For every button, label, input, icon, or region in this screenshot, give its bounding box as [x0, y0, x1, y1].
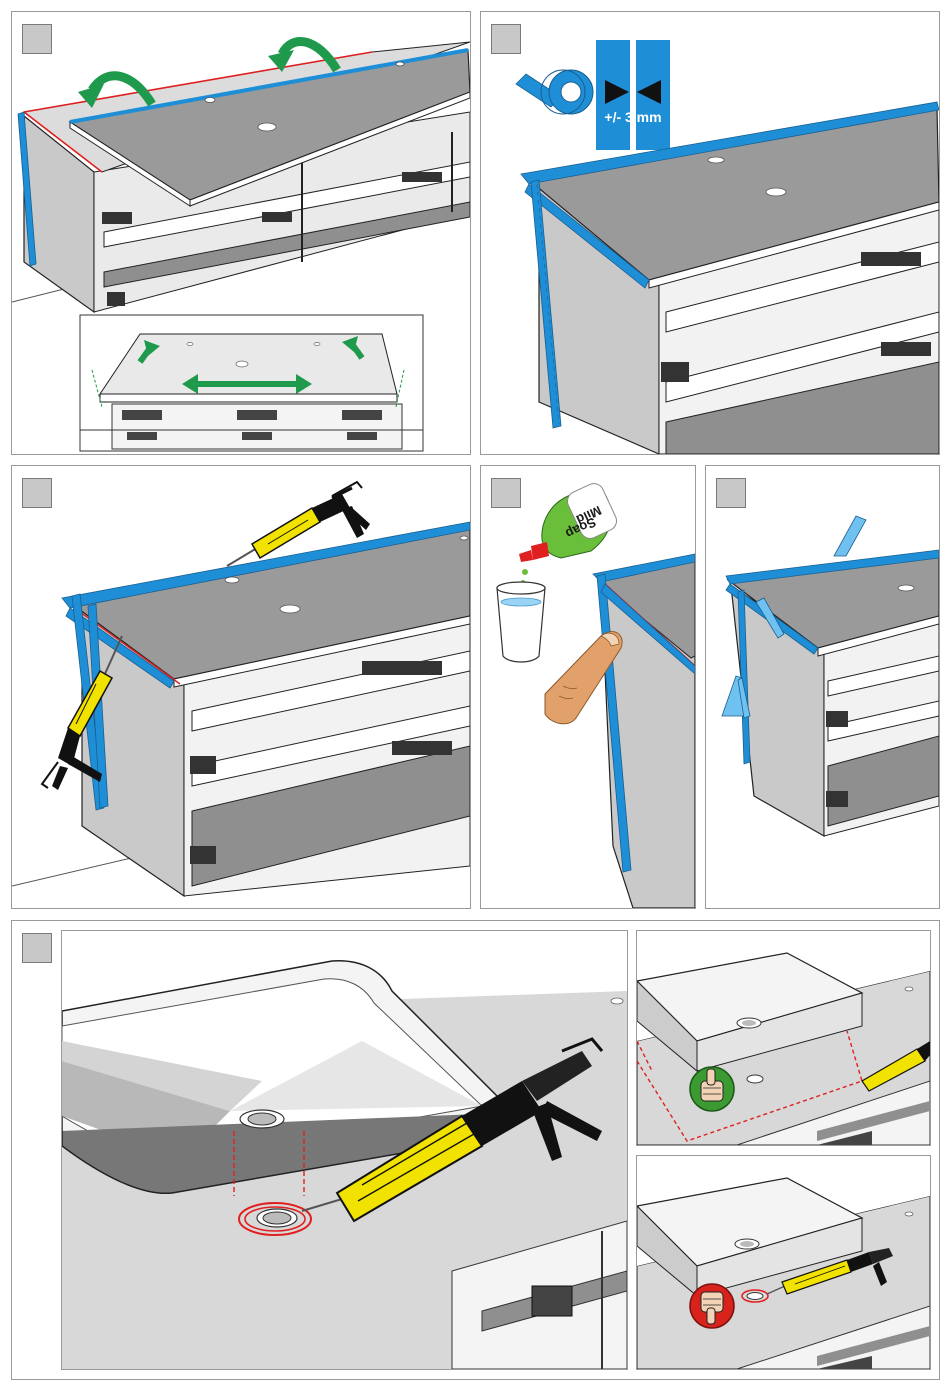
step-number-box	[22, 24, 52, 54]
step-number-box	[22, 933, 52, 963]
step-number-box	[716, 478, 746, 508]
sink-drain-sealing-view	[61, 930, 628, 1370]
masking-tape-roll-icon	[516, 70, 593, 114]
step-number-box	[22, 478, 52, 508]
tolerance-gap-icon: +/- 3 mm	[596, 40, 670, 150]
correct-sealing-view	[636, 930, 931, 1146]
masking-tape-illustration: +/- 3 mm	[481, 12, 939, 454]
incorrect-sealing-illustration	[637, 1156, 930, 1369]
thumbs-down-icon	[690, 1284, 734, 1328]
tape-removal-illustration	[706, 466, 939, 908]
panel-step-1	[11, 11, 471, 455]
step-number-box	[491, 478, 521, 508]
sealant-application-illustration	[12, 466, 470, 908]
incorrect-sealing-view	[636, 1155, 931, 1370]
countertop-placement-illustration	[12, 12, 470, 454]
panel-step-2: +/- 3 mm	[480, 11, 940, 455]
water-cup-icon	[497, 582, 545, 662]
smoothing-sealant-illustration: Mild Soap	[481, 466, 695, 908]
panel-step-4: Mild Soap	[480, 465, 696, 909]
panel-step-5	[705, 465, 940, 909]
thumbs-up-icon	[690, 1067, 734, 1111]
sink-drain-sealing-illustration	[62, 931, 627, 1369]
tolerance-label: +/- 3 mm	[604, 109, 661, 125]
panel-step-3	[11, 465, 471, 909]
step-number-box	[491, 24, 521, 54]
soap-bottle-icon: Mild Soap	[519, 480, 620, 584]
correct-sealing-illustration	[637, 931, 930, 1145]
